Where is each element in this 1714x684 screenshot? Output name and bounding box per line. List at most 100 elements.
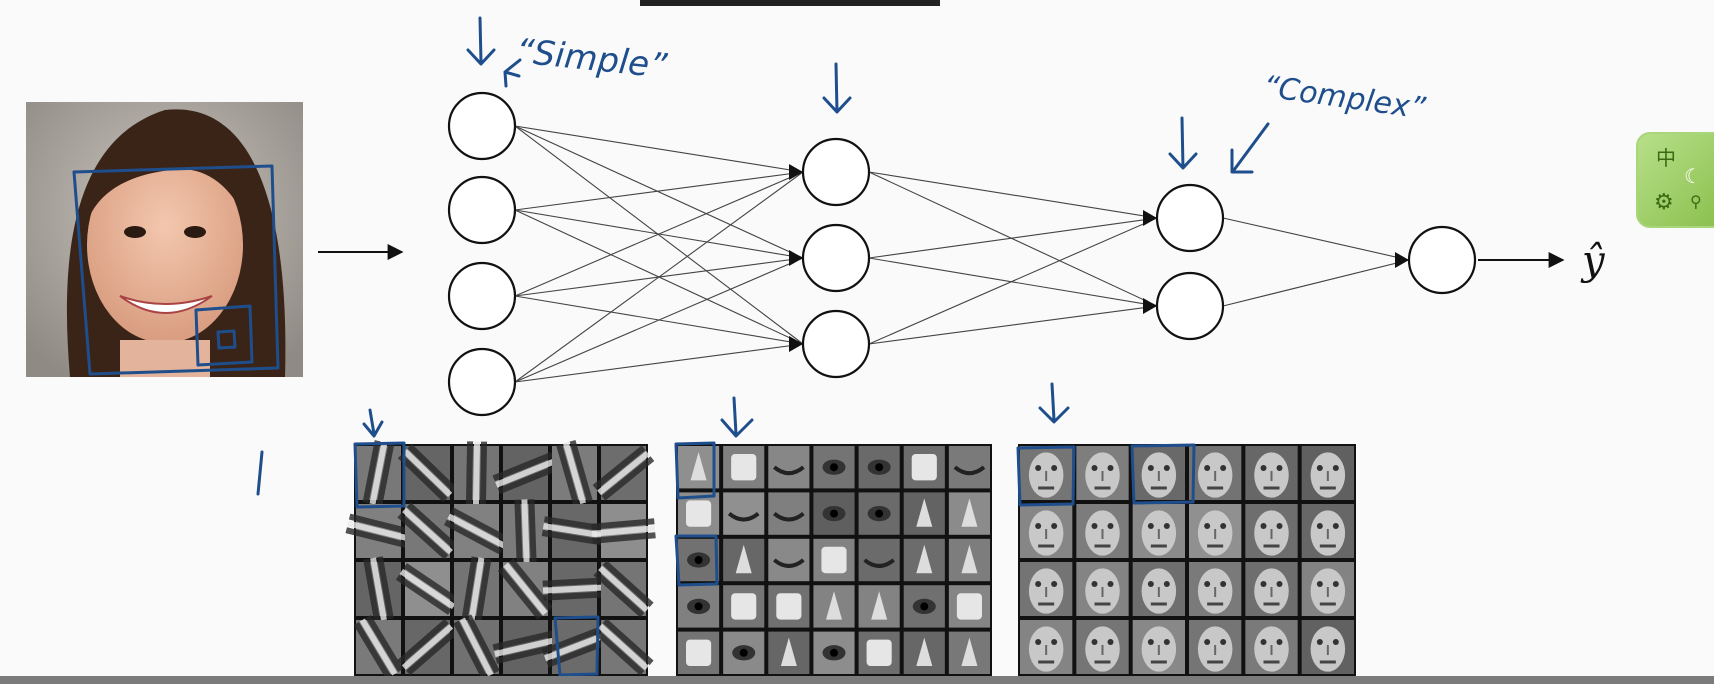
network-edge	[868, 257, 1158, 307]
feature-cell	[858, 492, 900, 535]
feature-cell	[353, 614, 404, 680]
feature-grid-edges	[345, 439, 656, 680]
feature-cell	[723, 492, 765, 535]
chinese-input-icon[interactable]: 中	[1656, 146, 1676, 170]
feature-cell	[858, 538, 900, 582]
pin-icon[interactable]: ⚲	[1690, 192, 1702, 211]
network-edge	[514, 171, 804, 211]
feature-cell	[454, 556, 499, 622]
feature-cell	[345, 504, 412, 558]
network-edge	[514, 257, 804, 383]
neuron-l4-1	[1407, 225, 1477, 295]
feature-cell	[903, 492, 945, 535]
ime-toolbar-widget[interactable]: 中 ☾ ⚙ ⚲	[1636, 132, 1714, 228]
feature-cell	[948, 446, 990, 489]
feature-cell	[1301, 620, 1354, 674]
feature-cell	[1132, 562, 1185, 616]
feature-cell	[591, 504, 656, 558]
feature-cell	[552, 439, 597, 507]
feature-cell	[1245, 562, 1298, 616]
feature-cell	[858, 585, 900, 628]
feature-cell	[768, 585, 810, 628]
feature-cell	[1076, 620, 1129, 674]
network-edge	[868, 217, 1158, 345]
feature-cell	[592, 445, 655, 501]
feature-grid-face-parts	[676, 444, 992, 676]
network-edge	[514, 125, 804, 173]
gear-icon[interactable]: ⚙	[1654, 190, 1674, 215]
feature-cell	[1076, 446, 1129, 500]
feature-cell	[1020, 562, 1073, 616]
feature-cell	[1132, 504, 1185, 558]
feature-cell	[723, 585, 765, 628]
feature-cell	[1301, 446, 1354, 500]
feature-cell	[768, 631, 810, 674]
feature-cell	[678, 538, 720, 582]
feature-cell	[903, 538, 945, 582]
feature-cell	[542, 562, 607, 616]
neuron-l3-2	[1155, 271, 1225, 341]
feature-cell	[1189, 562, 1242, 616]
svg-text:“Complex”: “Complex”	[1261, 69, 1428, 126]
edge-arrowhead	[1143, 210, 1157, 226]
feature-cell	[443, 504, 510, 558]
feature-cell	[1301, 504, 1354, 558]
network-edge	[514, 171, 804, 297]
neuron-l3-1	[1155, 183, 1225, 253]
input-face-image	[26, 102, 303, 377]
feature-cell	[356, 556, 401, 622]
neuron-l1-2	[447, 175, 517, 245]
feature-cell	[903, 446, 945, 489]
feature-cell	[858, 446, 900, 489]
feature-cell	[678, 631, 720, 674]
network-nodes	[447, 91, 1477, 417]
network-edge	[868, 217, 1158, 259]
network-edge	[868, 171, 1158, 219]
feature-cell	[1132, 620, 1185, 674]
feature-cell	[678, 585, 720, 628]
feature-cell	[723, 446, 765, 489]
title-fragment	[640, 0, 940, 6]
feature-cell	[454, 441, 499, 505]
feature-cell	[1189, 504, 1242, 558]
feature-cell	[395, 562, 460, 616]
svg-text:“Simple”: “Simple”	[514, 31, 669, 87]
feature-cell	[813, 538, 855, 582]
neuron-l1-4	[447, 347, 517, 417]
network-edge	[514, 125, 804, 345]
feature-grid-faces	[1018, 444, 1356, 676]
network-edge	[514, 171, 804, 383]
feature-cell	[1245, 504, 1298, 558]
feature-cell	[397, 618, 458, 676]
feature-cell	[497, 558, 554, 620]
output-label: ŷ	[1580, 238, 1606, 284]
feature-cell	[723, 631, 765, 674]
feature-cell	[723, 538, 765, 582]
feature-cell	[492, 446, 559, 500]
edge-arrowhead	[1143, 298, 1157, 314]
moon-icon[interactable]: ☾	[1684, 164, 1702, 188]
grid-arrows	[256, 382, 1070, 496]
feature-cell	[813, 492, 855, 535]
network-edge	[868, 171, 1158, 307]
feature-cell	[813, 631, 855, 674]
feature-cell	[503, 499, 548, 563]
feature-cell	[593, 560, 654, 618]
feature-cell	[1189, 620, 1242, 674]
network-edge	[1222, 259, 1410, 307]
feature-cell	[903, 585, 945, 628]
feature-cell	[678, 492, 720, 535]
feature-cell	[948, 631, 990, 674]
edge-arrowhead	[789, 250, 803, 266]
grid-highlights	[353, 441, 1196, 677]
feature-cell	[1301, 562, 1354, 616]
network-edge	[1222, 217, 1410, 261]
edge-arrowhead	[789, 164, 803, 180]
feature-cell	[1076, 504, 1129, 558]
feature-cell	[1020, 620, 1073, 674]
neuron-l2-3	[801, 309, 871, 379]
feature-cell	[397, 502, 458, 560]
feature-cell	[541, 504, 608, 558]
layer2-arrow	[822, 62, 852, 114]
